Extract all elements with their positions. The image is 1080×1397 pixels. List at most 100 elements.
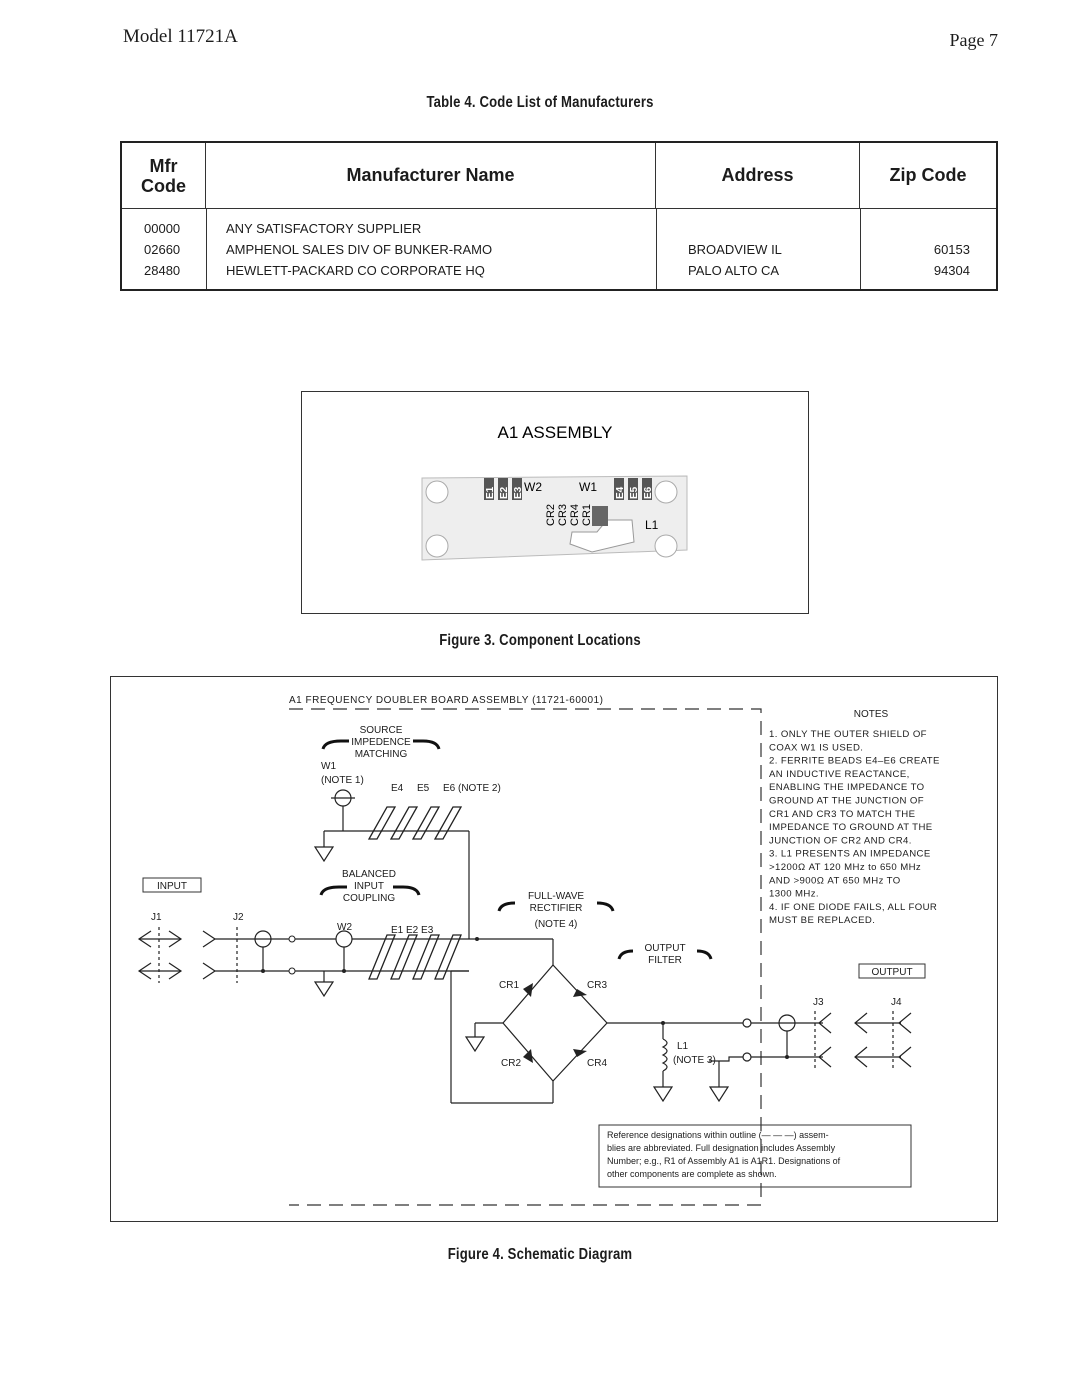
reference-note-line: Number; e.g., R1 of Assembly A1 is A1R1.… bbox=[607, 1156, 841, 1166]
label-fullwave: FULL-WAVE bbox=[528, 891, 584, 902]
cell-code: 02660 bbox=[144, 242, 181, 257]
assembly-board-illustration: A1 ASSEMBLY E1 E2 E3 E4 E5 E6 W2 W1 CR2 … bbox=[421, 423, 688, 561]
ferrite-bead bbox=[614, 478, 624, 500]
ground-symbol bbox=[313, 981, 335, 998]
label-source: SOURCE bbox=[360, 725, 403, 736]
assembly-title: A1 ASSEMBLY bbox=[498, 423, 613, 442]
reference-note-line: blies are abbreviated. Full designation … bbox=[607, 1143, 836, 1153]
note-line: >1200Ω AT 120 MHz to 650 MHz bbox=[769, 862, 921, 873]
bracket-arrow bbox=[321, 739, 349, 750]
trace-pad bbox=[569, 519, 635, 553]
label-e2: E2 bbox=[499, 486, 510, 499]
cell-address: PALO ALTO CA bbox=[688, 263, 780, 278]
label-output: OUTPUT bbox=[871, 967, 912, 978]
label-e1: E1 bbox=[485, 486, 496, 499]
label-e6: E6 bbox=[643, 486, 654, 499]
output-box bbox=[858, 963, 926, 979]
notes-list: 1. ONLY THE OUTER SHIELD OF COAX W1 IS U… bbox=[769, 729, 939, 926]
cell-zip: 60153 bbox=[933, 242, 970, 257]
label-e1-e2-e3: E1 E2 E3 bbox=[391, 925, 434, 936]
label-j1: J1 bbox=[151, 912, 162, 923]
label-l1: L1 bbox=[645, 518, 659, 532]
label-cr4: CR4 bbox=[587, 1058, 607, 1069]
label-e4: E4 bbox=[391, 783, 404, 794]
note-line: ENABLING THE IMPEDANCE TO bbox=[769, 782, 925, 793]
table-row: 28480 HEWLETT-PACKARD CO CORPORATE HQ PA… bbox=[122, 263, 996, 284]
cell-name: AMPHENOL SALES DIV OF BUNKER-RAMO bbox=[226, 242, 493, 257]
output-connectors bbox=[751, 1011, 912, 1069]
note-line: CR1 AND CR3 TO MATCH THE bbox=[769, 809, 915, 820]
inductor-l1 bbox=[661, 1038, 668, 1072]
note-line: 1300 MHz. bbox=[769, 889, 819, 900]
ground-symbol bbox=[708, 1086, 730, 1103]
coax-w2-symbol bbox=[335, 930, 353, 948]
label-cr2: CR2 bbox=[501, 1058, 521, 1069]
label-cr2: CR2 bbox=[545, 504, 557, 526]
label-j2: J2 bbox=[233, 912, 244, 923]
header-page: Page 7 bbox=[949, 30, 999, 50]
header-zip-code: Zip Code bbox=[889, 165, 967, 185]
label-e3: E3 bbox=[513, 486, 524, 499]
diode-bank bbox=[592, 506, 608, 526]
label-cr3: CR3 bbox=[587, 980, 607, 991]
label-input: INPUT bbox=[157, 881, 187, 892]
label-output-filter-1: OUTPUT bbox=[644, 943, 685, 954]
header-mfr-code: Mfr Code bbox=[122, 143, 206, 208]
input-box bbox=[142, 877, 202, 893]
ferrite-bead bbox=[498, 478, 508, 500]
column-divider bbox=[206, 208, 207, 289]
cell-zip: 94304 bbox=[933, 263, 970, 278]
label-output-filter-2: FILTER bbox=[648, 955, 682, 966]
label-input-coupling: INPUT bbox=[354, 881, 384, 892]
label-e4: E4 bbox=[615, 486, 626, 499]
label-cr4: CR4 bbox=[569, 504, 581, 526]
figure4-caption: Figure 4. Schematic Diagram bbox=[447, 1246, 633, 1263]
ground-symbol bbox=[313, 846, 335, 863]
note-line: 1. ONLY THE OUTER SHIELD OF bbox=[769, 729, 927, 740]
label-e6-note2: E6 (NOTE 2) bbox=[443, 783, 501, 794]
ferrite-bead bbox=[642, 478, 652, 500]
mounting-hole bbox=[654, 534, 678, 558]
cell-address: BROADVIEW IL bbox=[688, 242, 782, 257]
mounting-hole bbox=[654, 480, 678, 504]
header-address: Address bbox=[656, 143, 860, 208]
label-e5: E5 bbox=[629, 486, 640, 499]
header-divider bbox=[122, 208, 996, 209]
cell-name: ANY SATISFACTORY SUPPLIER bbox=[226, 221, 422, 236]
reference-note-line: other components are complete as shown. bbox=[607, 1169, 777, 1179]
label-w1: W1 bbox=[321, 761, 336, 772]
ferrite-bead bbox=[512, 478, 522, 500]
label-coupling: COUPLING bbox=[343, 893, 395, 904]
note-line: GROUND AT THE JUNCTION OF bbox=[769, 796, 924, 807]
ferrite-beads-e4-e6 bbox=[367, 806, 463, 840]
ferrite-bead bbox=[484, 478, 494, 500]
label-e5: E5 bbox=[417, 783, 430, 794]
label-j3: J3 bbox=[813, 997, 824, 1008]
label-j4: J4 bbox=[891, 997, 902, 1008]
manufacturers-table: Mfr Code Manufacturer Name Address Zip C… bbox=[120, 141, 998, 291]
note-line: JUNCTION OF CR2 AND CR4. bbox=[769, 835, 912, 846]
header-manufacturer-name: Manufacturer Name bbox=[206, 143, 656, 208]
cell-code: 00000 bbox=[144, 221, 181, 236]
notes-title: NOTES bbox=[854, 709, 889, 720]
ground-symbol bbox=[464, 1036, 486, 1053]
reference-note-line: Reference designations within outline (—… bbox=[607, 1130, 829, 1140]
column-divider bbox=[860, 208, 861, 289]
note-line: AN INDUCTIVE REACTANCE, bbox=[769, 769, 910, 780]
figure3-caption: Figure 3. Component Locations bbox=[439, 632, 641, 649]
mounting-hole bbox=[425, 480, 449, 504]
schematic-diagram: A1 FREQUENCY DOUBLER BOARD ASSEMBLY (117… bbox=[137, 695, 939, 1206]
reference-note-box bbox=[598, 1124, 912, 1188]
note-line: MUST BE REPLACED. bbox=[769, 915, 875, 926]
note-line: AND >900Ω AT 650 MHz TO bbox=[769, 875, 901, 886]
label-cr1: CR1 bbox=[499, 980, 519, 991]
cell-name: HEWLETT-PACKARD CO CORPORATE HQ bbox=[226, 263, 485, 278]
label-w1: W1 bbox=[579, 480, 597, 494]
mounting-hole bbox=[425, 534, 449, 558]
input-connectors bbox=[137, 927, 238, 983]
label-w2: W2 bbox=[524, 480, 542, 494]
board-label: A1 FREQUENCY DOUBLER BOARD ASSEMBLY (117… bbox=[289, 695, 603, 706]
schematic-figure: A1 FREQUENCY DOUBLER BOARD ASSEMBLY (117… bbox=[110, 676, 998, 1222]
label-cr1: CR1 bbox=[581, 504, 593, 526]
component-locations-figure: A1 ASSEMBLY E1 E2 E3 E4 E5 E6 W2 W1 CR2 … bbox=[301, 391, 809, 614]
